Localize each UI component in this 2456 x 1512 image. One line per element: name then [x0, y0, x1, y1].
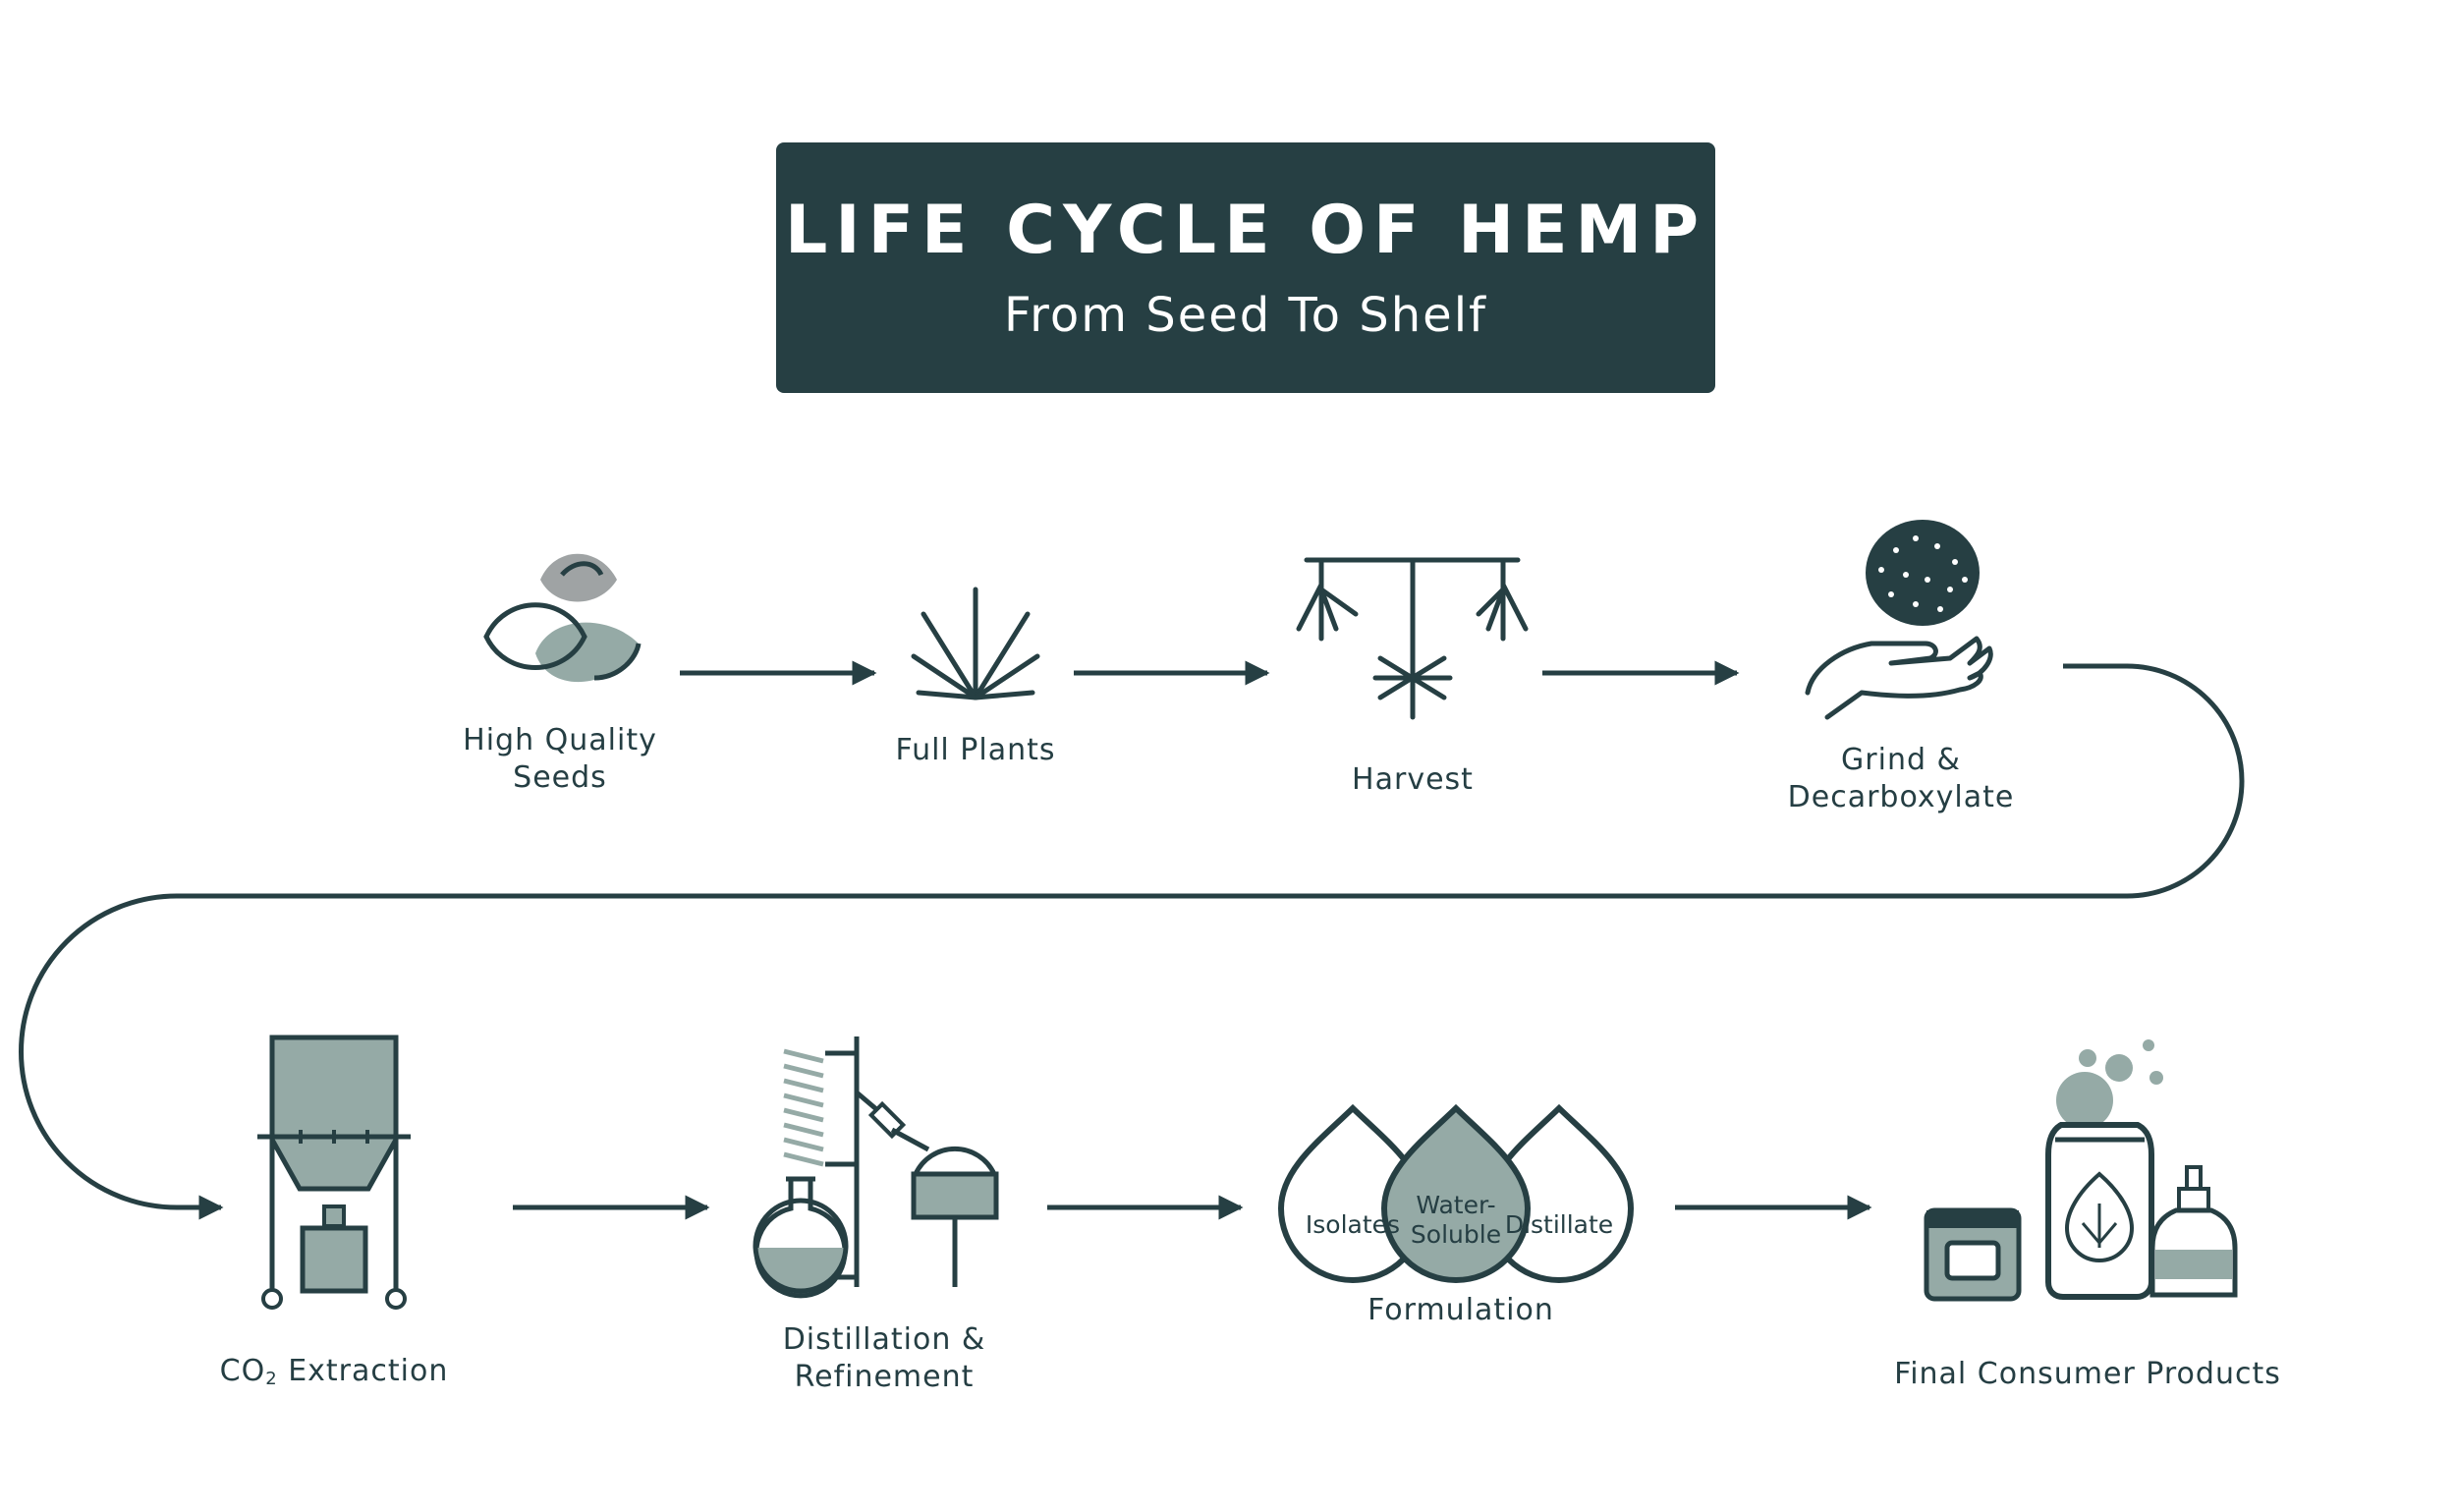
- label-formulation: Formulation: [1368, 1293, 1554, 1327]
- label-final-products: Final Consumer Products: [1894, 1357, 2281, 1391]
- seeds-icon: [483, 553, 642, 683]
- page-subtitle: From Seed To Shelf: [1004, 287, 1487, 343]
- label-distillation: Distillation & Refinement: [782, 1322, 986, 1394]
- page-title: LIFE CYCLE OF HEMP: [784, 191, 1707, 269]
- distillation-apparatus-icon: [753, 1036, 999, 1299]
- ground-hemp-in-hand-icon: [1805, 520, 1993, 720]
- label-full-plants: Full Plants: [895, 733, 1056, 767]
- drop-label-water-soluble: Water- Soluble: [1410, 1191, 1502, 1249]
- label-harvest: Harvest: [1352, 762, 1474, 797]
- label-seeds: High Quality Seeds: [463, 723, 657, 795]
- hanging-plants-icon: [1296, 557, 1529, 720]
- drop-label-isolates: Isolates: [1305, 1210, 1401, 1239]
- drop-water-soluble: [1380, 1103, 1532, 1283]
- title-banner: LIFE CYCLE OF HEMP From Seed To Shelf: [776, 142, 1715, 393]
- drop-label-distillate: Distillate: [1504, 1210, 1614, 1239]
- consumer-products-icon: [1924, 1039, 2238, 1302]
- connector-row1-to-row2: [19, 663, 2245, 1220]
- label-co2-extraction: CO2 Extraction: [219, 1354, 449, 1389]
- label-grind: Grind & Decarboxylate: [1787, 743, 2015, 814]
- co2-extractor-icon: [257, 1035, 411, 1310]
- hemp-leaf-icon: [911, 587, 1040, 700]
- droplets-icon: [1277, 1103, 1635, 1283]
